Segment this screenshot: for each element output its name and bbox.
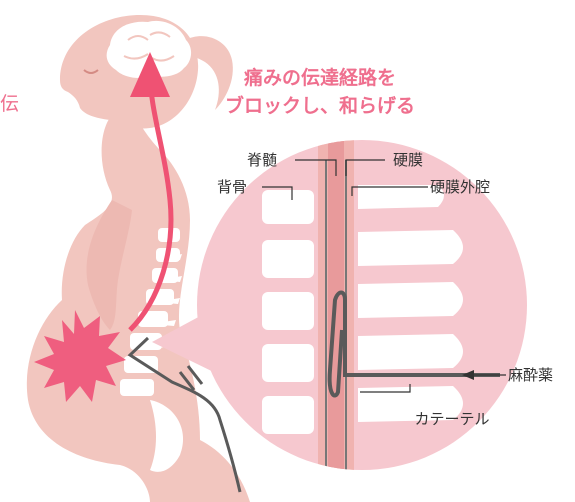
label-dura: 硬膜 [393,151,423,169]
brain-icon [107,21,191,78]
headline-line-1: 痛みの伝達経路を [244,66,396,89]
label-catheter: カテーテル [414,410,489,428]
label-epidural-space: 硬膜外腔 [430,178,490,196]
label-spinal-cord: 脊髄 [247,151,277,169]
label-spine: 背骨 [217,178,247,196]
headline-line-2: ブロックし、和らげる [225,94,415,117]
left-edge-fragment: 伝 [0,93,19,115]
label-anesthetic: 麻酔薬 [508,366,553,384]
